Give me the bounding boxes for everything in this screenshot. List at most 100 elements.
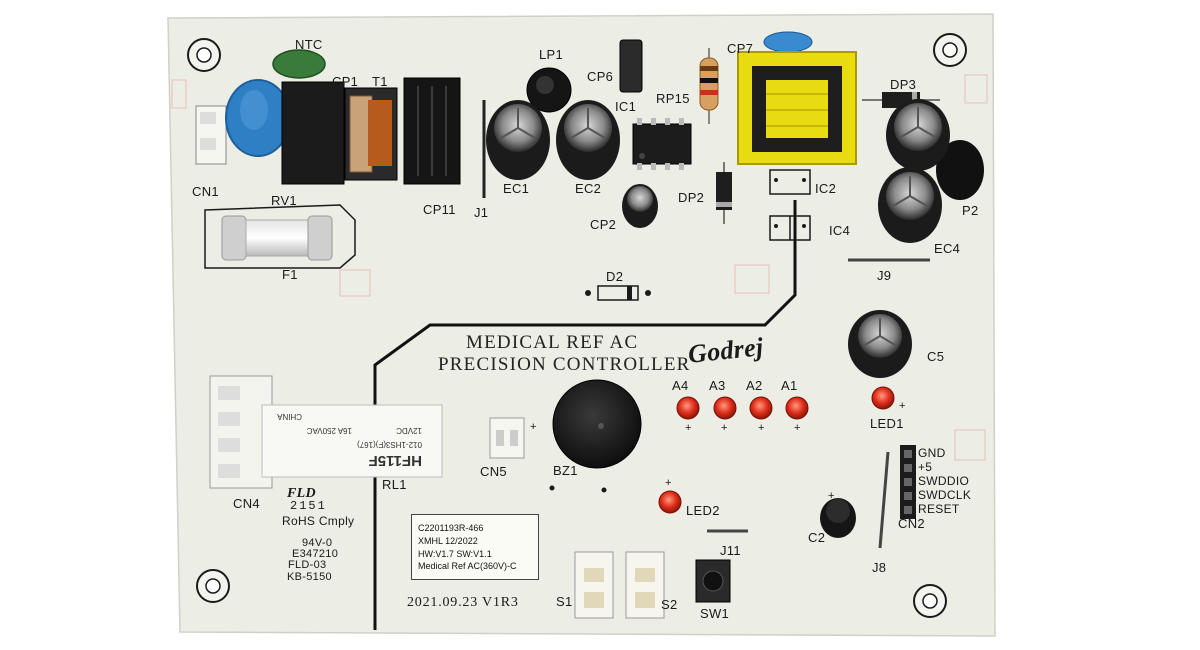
ic1-chip [632,118,692,170]
board-title-line2: PRECISION CONTROLLER [438,354,691,375]
label-cp7: CP7 [727,41,754,56]
relay-markings: HF115F 012-1HS3(F)(167) 12VDC 16A 250VAC… [262,405,442,477]
label-rv1: RV1 [271,193,297,208]
common-mode-choke [281,77,461,185]
label-line3: HW:V1.7 SW:V1.1 [418,549,492,559]
label-cp1: CP1 [332,74,359,89]
label-f1: F1 [282,267,298,282]
ntc-thermistor [272,49,326,79]
polarity-mark: + [828,490,835,502]
label-line1: C2201193R-466 [418,523,484,533]
label-line4: Medical Ref AC(360V)-C [418,561,517,571]
ic2-ic4-footprints [769,169,811,241]
label-cn2: CN2 [898,516,925,531]
label-a4: A4 [672,378,689,393]
label-p2: P2 [962,203,979,218]
label-cp11: CP11 [423,202,456,217]
label-ntc: NTC [295,37,323,52]
relay-coil: 12VDC [396,426,422,435]
label-ic1: IC1 [615,99,637,114]
capacitor-ec4 [878,99,984,243]
led-row [658,386,895,514]
kb-code: KB-5150 [287,571,332,583]
label-cn5: CN5 [480,464,507,479]
label-t1: T1 [372,74,388,89]
label-a3: A3 [709,378,726,393]
label-ic2: IC2 [815,181,837,196]
label-bz1: BZ1 [553,463,578,478]
label-rl1: RL1 [382,477,407,492]
label-a1: A1 [781,378,798,393]
capacitor-ec1 [486,100,550,180]
cn2-pin-gnd: GND [918,446,946,460]
label-led2: LED2 [686,503,720,518]
label-rp15: RP15 [656,91,690,106]
cn5-connector [489,417,525,459]
polarity-mark: + [758,422,765,434]
capacitor-cp2 [622,184,658,228]
relay-brand: CHINA [277,412,302,421]
polarity-mark: + [665,477,672,489]
fuse-f1 [204,204,356,269]
label-line2: XMHL 12/2022 [418,536,478,546]
label-sw1: SW1 [700,606,730,621]
label-dp3: DP3 [890,77,917,92]
label-j1: J1 [474,205,489,220]
polarity-mark: + [530,421,537,433]
label-d2: D2 [606,269,624,284]
cn2-header [900,445,916,519]
board-title-line1: MEDICAL REF AC [466,332,639,353]
diode-dp2 [716,162,732,224]
label-c5: C5 [927,349,945,364]
cn2-pin-swddio: SWDDIO [918,474,970,488]
label-ec2: EC2 [575,181,602,196]
cn2-pin-5v: +5 [918,460,933,474]
label-cn4: CN4 [233,496,260,511]
label-lp1: LP1 [539,47,564,62]
label-ec4: EC4 [934,241,961,256]
s1-s2-connectors [574,551,665,619]
label-ec1: EC1 [503,181,530,196]
label-s1: S1 [556,594,573,609]
label-s2: S2 [661,597,678,612]
date-code: 2151 [290,499,327,513]
cn2-pin-swdclk: SWDCLK [918,488,972,502]
capacitor-c2 [820,498,856,538]
rohs-text: RoHS Cmply [282,514,355,528]
product-label: C2201193R-466 XMHL 12/2022 HW:V1.7 SW:V1… [411,514,539,580]
capacitor-cp6 [619,39,643,93]
cn2-pin-reset: RESET [918,502,960,516]
relay-rating: 16A 250VAC [306,426,352,435]
relay-model: HF115F [368,452,422,469]
transformer [737,51,857,165]
fld-logo: FLD [287,486,316,501]
polarity-mark: + [794,422,801,434]
date-revision: 2021.09.23 V1R3 [407,595,519,610]
capacitor-cp7 [763,31,813,53]
label-j11: J11 [720,543,741,558]
label-a2: A2 [746,378,763,393]
label-ic4: IC4 [829,223,851,238]
relay-code: 012-1HS3(F)(167) [357,440,422,449]
label-c2: C2 [808,530,826,545]
polarity-mark: + [721,422,728,434]
label-j8: J8 [872,560,887,575]
buzzer-bz1 [549,379,642,493]
flame-rating: 94V-0 [302,537,333,549]
mounting-holes [187,33,967,618]
label-dp2: DP2 [678,190,705,205]
label-cp6: CP6 [587,69,614,84]
resistor-rp15 [699,48,719,124]
label-j9: J9 [877,268,892,283]
diode-d2 [585,285,651,301]
fld-code: FLD-03 [288,559,327,571]
relay-rl1 [261,404,443,478]
label-cp2: CP2 [590,217,617,232]
switch-sw1 [695,559,731,603]
polarity-mark: + [899,400,906,412]
cn1-connector [195,105,227,165]
ul-file: E347210 [292,548,339,560]
capacitor-c5 [848,310,912,378]
